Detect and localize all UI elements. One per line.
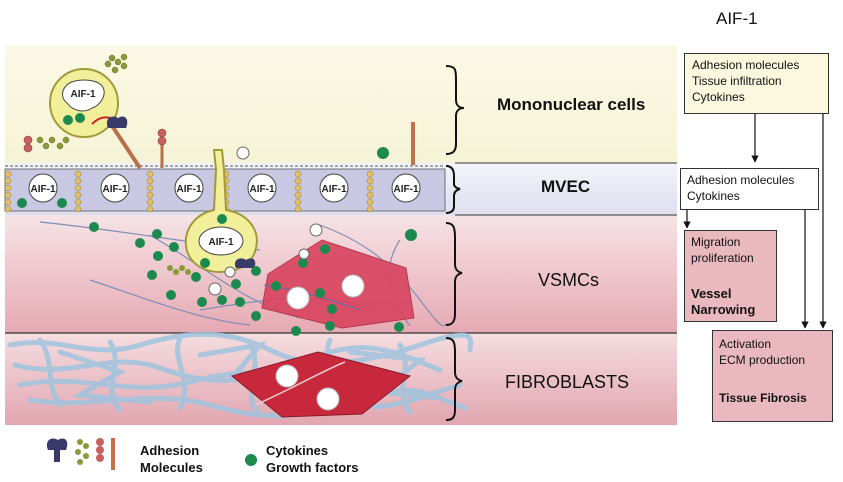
effect-line: Adhesion molecules xyxy=(692,58,800,72)
cell-label: AIF-1 xyxy=(103,184,128,195)
legend-cytokines-label: Cytokines Growth factors xyxy=(266,443,359,475)
adhesion-molecule-icon xyxy=(234,258,256,268)
effect-line: Cytokines xyxy=(687,189,740,203)
layer-label-mononuclear: Mononuclear cells xyxy=(497,95,646,114)
cytokine-dots-white xyxy=(208,223,323,296)
effect-line: Migration xyxy=(691,235,741,249)
effect-line: Tissue infiltration xyxy=(692,74,782,88)
cell-label: AIF-1 xyxy=(71,89,96,100)
mvec-cell: AIF-1 xyxy=(100,173,130,203)
mononuclear-cell: AIF-1 xyxy=(49,68,119,138)
effect-line: ECM production xyxy=(719,353,806,367)
layer-label-fibroblast: FIBROBLASTS xyxy=(505,372,630,392)
brace-fibroblast xyxy=(445,337,463,421)
cell-label: AIF-1 xyxy=(322,184,347,195)
effect-result: Narrowing xyxy=(691,302,756,317)
cytokine-icon xyxy=(36,53,128,150)
legend-cytokine-icon xyxy=(245,454,257,466)
brace-mononuclear xyxy=(445,65,465,155)
cell-label: AIF-1 xyxy=(250,184,275,195)
adhesion-molecule-icon xyxy=(23,128,167,153)
mvec-cell: AIF-1 xyxy=(319,173,349,203)
fibroblast-cell xyxy=(230,351,412,418)
legend-adhesion-label: Adhesion Molecules xyxy=(140,443,203,475)
adhesion-molecule-icon xyxy=(106,116,128,128)
cell-label: AIF-1 xyxy=(394,184,419,195)
transmigrating-cell: AIF-1 xyxy=(184,146,258,278)
mvec-cell: AIF-1 xyxy=(391,173,421,203)
cell-label: AIF-1 xyxy=(31,184,56,195)
mvec-cell: AIF-1 xyxy=(247,173,277,203)
brace-vsmc xyxy=(445,222,463,326)
mvec-cell: AIF-1 xyxy=(28,173,58,203)
brace-mvec xyxy=(445,165,461,214)
adhesion-molecule-icon xyxy=(167,265,191,275)
effect-line: Adhesion molecules xyxy=(687,173,795,187)
cytokine-dots xyxy=(17,147,417,336)
layer-label-vsmc: VSMCs xyxy=(538,270,600,290)
effect-line: Activation xyxy=(719,337,772,351)
cell-label: AIF-1 xyxy=(209,237,234,248)
vsmc-effects-box: Migration proliferation Vessel Narrowing xyxy=(684,230,777,322)
mvec-cell: AIF-1 xyxy=(174,173,204,203)
effect-result: Tissue Fibrosis xyxy=(719,391,807,405)
legend-adhesion-icons xyxy=(46,438,115,470)
mononuclear-effects-box: Adhesion molecules Tissue infiltration C… xyxy=(684,53,829,114)
page-title: AIF-1 xyxy=(716,9,758,28)
effect-result: Vessel xyxy=(691,286,732,301)
fibroblast-effects-box: Activation ECM production Tissue Fibrosi… xyxy=(712,330,833,422)
cell-label: AIF-1 xyxy=(177,184,202,195)
effect-line: Cytokines xyxy=(692,90,745,104)
effect-line: proliferation xyxy=(691,251,754,265)
layer-label-mvec: MVEC xyxy=(541,177,591,196)
mvec-effects-box: Adhesion molecules Cytokines xyxy=(680,168,819,210)
